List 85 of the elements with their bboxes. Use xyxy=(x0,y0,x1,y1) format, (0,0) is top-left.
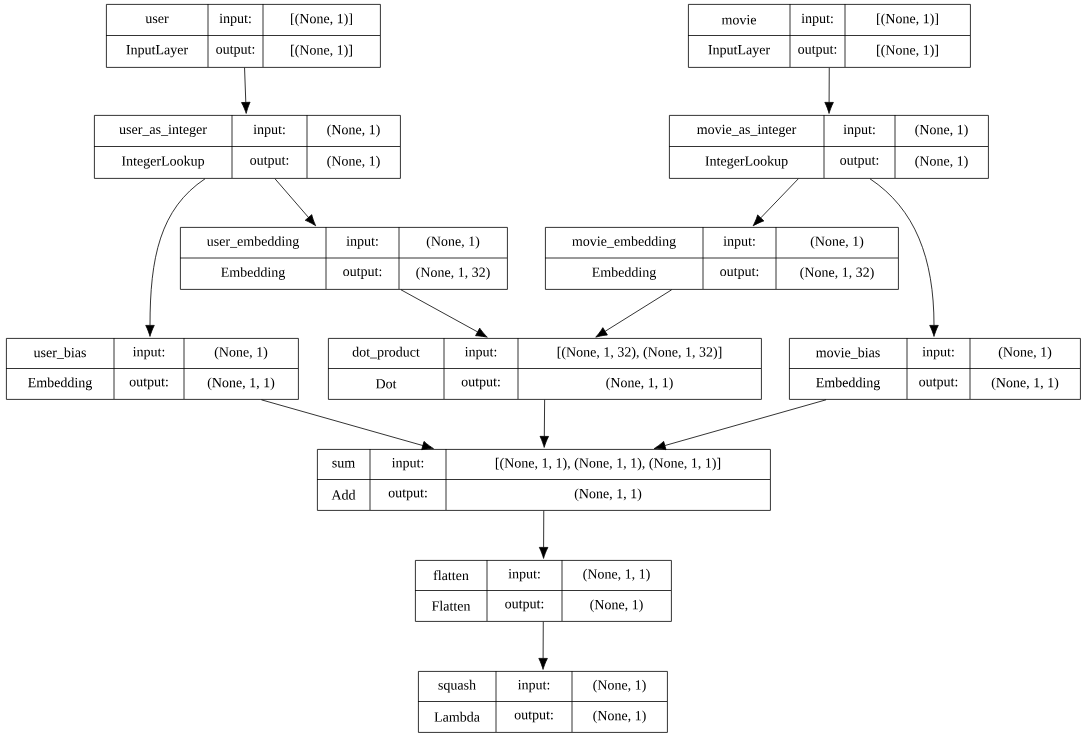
layer-name: flatten xyxy=(433,570,469,581)
port-label: input: xyxy=(253,124,285,137)
shape-value: [(None, 1, 32), (None, 1, 32)] xyxy=(557,346,722,360)
port-label: output: xyxy=(343,268,382,279)
shape-value: [(None, 1)] xyxy=(291,13,352,27)
arrow xyxy=(400,289,488,338)
port-label: output: xyxy=(250,156,289,168)
arrow xyxy=(653,399,827,451)
shape-value: (None, 1) xyxy=(327,124,380,138)
port-label: output: xyxy=(388,489,427,501)
port-label: output: xyxy=(505,600,544,612)
port-label: input: xyxy=(219,13,251,26)
layer-name: sum xyxy=(332,460,355,468)
port-label: input: xyxy=(801,13,833,26)
port-label: input: xyxy=(508,569,540,582)
layer-type: Flatten xyxy=(431,600,471,611)
shape-value: (None, 1) xyxy=(426,236,480,249)
port-label: output: xyxy=(720,268,759,279)
layer-type: Embedding xyxy=(28,377,92,391)
port-label: input: xyxy=(391,458,424,471)
shape-value: (None, 1) xyxy=(214,346,268,360)
shape-value: (None, 1) xyxy=(593,679,646,693)
shape-value: [(None, 1)] xyxy=(877,13,938,27)
arrow xyxy=(869,178,939,337)
layer-name: movie_as_integer xyxy=(697,124,797,137)
port-label: input: xyxy=(132,347,165,360)
port-label: output: xyxy=(216,45,255,57)
arrow xyxy=(274,178,317,227)
layer-type: Add xyxy=(331,489,356,500)
layer-type: IntegerLookup xyxy=(705,155,788,169)
shape-value: [(None, 1, 1), (None, 1, 1), (None, 1, 1)] xyxy=(495,457,721,471)
layer-type: IntegerLookup xyxy=(121,155,205,169)
shape-value: (None, 1, 1) xyxy=(583,568,650,582)
port-label: output: xyxy=(798,45,837,57)
port-label: output: xyxy=(840,156,879,168)
port-label: input: xyxy=(464,347,497,360)
port-label: output: xyxy=(129,378,168,390)
shape-value: (None, 1) xyxy=(915,124,968,138)
layer-name: movie_embedding xyxy=(572,236,676,249)
port-label: input: xyxy=(723,236,755,249)
shape-value: [(None, 1)] xyxy=(291,44,352,58)
port-label: input: xyxy=(346,236,378,249)
layer-type: Embedding xyxy=(592,267,656,280)
arrow xyxy=(824,67,834,114)
layer-type: InputLayer xyxy=(126,45,188,58)
layer-type: Embedding xyxy=(816,377,880,391)
layer-name: dot_product xyxy=(352,346,420,360)
layer-name: movie_bias xyxy=(816,347,880,359)
shape-value: (None, 1, 1) xyxy=(991,377,1059,391)
port-label: input: xyxy=(517,680,550,693)
layer-name: squash xyxy=(438,679,476,693)
layer-name: movie xyxy=(721,15,756,25)
port-label: input: xyxy=(843,124,875,137)
port-label: output: xyxy=(461,378,500,390)
layer-name: user_bias xyxy=(33,347,86,359)
arrow xyxy=(595,289,673,338)
shape-value: (None, 1, 1) xyxy=(207,377,275,391)
layer-type: Dot xyxy=(375,379,397,389)
layer-name: user_as_integer xyxy=(119,124,207,137)
layer-type: Embedding xyxy=(221,267,285,280)
arrow xyxy=(538,510,549,559)
layer-name: user_embedding xyxy=(206,236,299,249)
shape-value: (None, 1, 1) xyxy=(574,488,642,502)
layer-type: Lambda xyxy=(434,711,480,722)
shape-value: (None, 1) xyxy=(998,346,1052,360)
shape-value: (None, 1) xyxy=(915,155,968,169)
arrow xyxy=(261,399,434,451)
shape-value: (None, 1, 1) xyxy=(606,377,673,391)
shape-value: [(None, 1)] xyxy=(877,44,938,58)
arrow xyxy=(241,67,251,114)
port-label: input: xyxy=(922,347,954,360)
arrow xyxy=(145,178,206,337)
shape-value: (None, 1, 32) xyxy=(800,267,874,280)
port-label: output: xyxy=(919,378,958,390)
layer-type: InputLayer xyxy=(708,45,770,58)
port-label: output: xyxy=(514,711,553,723)
arrow xyxy=(539,399,549,448)
shape-value: (None, 1) xyxy=(810,236,864,249)
shape-value: (None, 1, 32) xyxy=(416,267,490,280)
arrow xyxy=(752,178,799,227)
shape-value: (None, 1) xyxy=(327,155,380,169)
arrow xyxy=(538,621,548,670)
shape-value: (None, 1) xyxy=(590,599,643,613)
layer-name: user xyxy=(145,16,169,24)
shape-value: (None, 1) xyxy=(593,710,646,724)
